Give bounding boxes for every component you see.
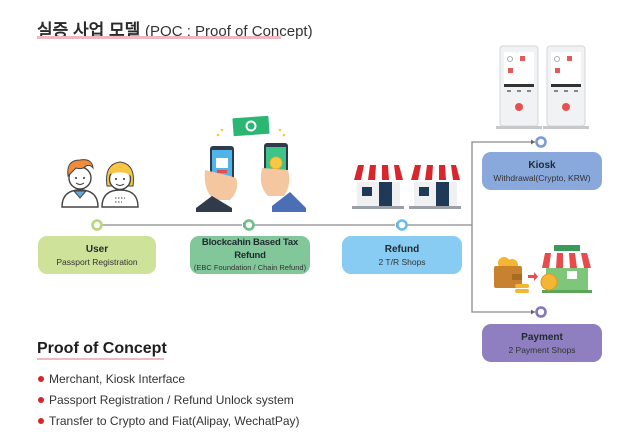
shops-icon [352,165,461,209]
step-payment-title: Payment [521,331,563,343]
step-kiosk-subtitle: Withdrawal(Crypto, KRW) [493,172,591,183]
node-kiosk [535,136,547,148]
kiosk-2 [543,45,589,129]
bullet-icon [38,417,44,424]
step-payment: Payment 2 Payment Shops [482,324,602,362]
title-underline [37,36,281,39]
poc-list-item: Passport Registration / Refund Unlock sy… [38,389,300,410]
step-payment-subtitle: 2 Payment Shops [508,344,576,355]
arrow-right-icon [528,272,538,281]
step-kiosk-title: Kiosk [528,159,556,171]
kiosk-1 [496,45,542,129]
step-blockchain-subtitle: (EBC Foundation / Chain Refund) [193,263,307,272]
node-payment [535,306,547,318]
poc-list: Merchant, Kiosk Interface Passport Regis… [38,368,300,431]
step-user: User Passport Registration [38,236,156,274]
step-blockchain-refund: Blockcahin Based Tax Refund (EBC Foundat… [190,236,310,274]
poc-list-item: Transfer to Crypto and Fiat(Alipay, Wech… [38,410,300,431]
poc-list-item: Merchant, Kiosk Interface [38,368,300,389]
connector-to-payment [471,225,535,313]
node-chain [243,219,255,231]
poc-item-text: Transfer to Crypto and Fiat(Alipay, Wech… [49,413,300,428]
bullet-icon [38,375,44,382]
page-title: 실증 사업 모델 (POC : Proof of Concept) [37,16,313,41]
step-kiosk: Kiosk Withdrawal(Crypto, KRW) [482,152,602,190]
shop-1 [352,165,404,209]
bullet-icon [38,396,44,403]
title-english: (POC : Proof of Concept) [145,23,313,40]
step-refund: Refund 2 T/R Shops [342,236,462,274]
arrowhead-kiosk [531,139,535,145]
step-user-title: User [85,243,109,255]
step-refund-title: Refund [384,243,420,255]
arrowhead-payment [531,309,535,315]
connector-to-kiosk [471,141,535,225]
user-couple-icon [61,159,139,208]
title-korean: 실증 사업 모델 [37,21,141,40]
mobile-payment-icon [196,115,306,212]
node-user [91,219,103,231]
poc-item-text: Merchant, Kiosk Interface [49,371,186,386]
node-refund [396,219,408,231]
wallet-market-icon [494,245,593,293]
poc-item-text: Passport Registration / Refund Unlock sy… [49,392,294,407]
connectors [101,141,535,313]
step-user-subtitle: Passport Registration [56,256,138,267]
step-blockchain-title: Blockcahin Based Tax Refund [201,237,299,261]
poc-heading: Proof of Concept [37,340,167,357]
shop-2 [409,165,461,209]
poc-heading-underline [37,358,164,360]
kiosk-icon [496,45,589,129]
step-refund-subtitle: 2 T/R Shops [378,256,426,267]
